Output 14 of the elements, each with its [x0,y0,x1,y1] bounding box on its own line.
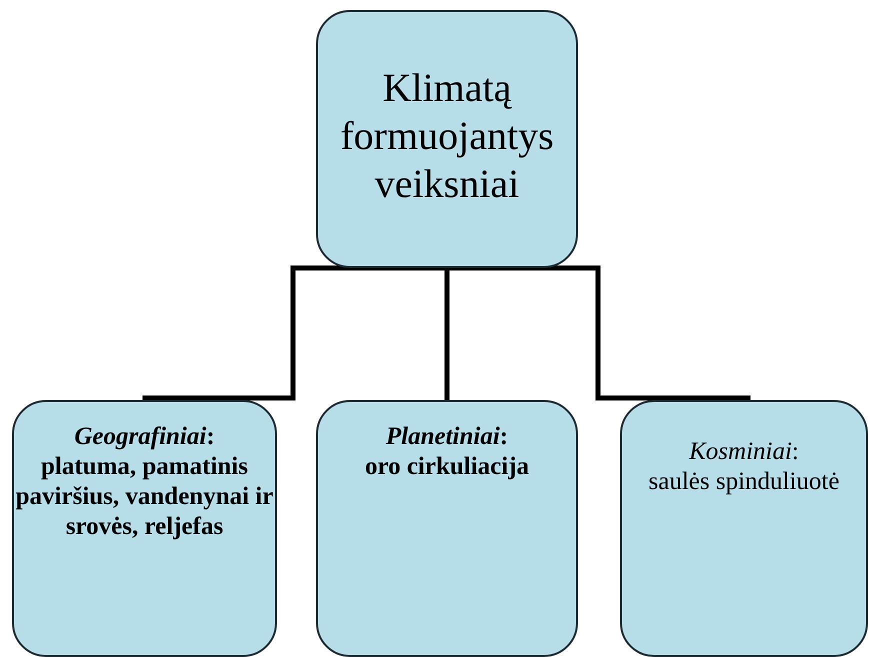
category-box [12,400,277,657]
topic-box [316,10,578,268]
category-text: saulės spinduliuotė [648,467,840,497]
category-heading: Planetiniai: [386,422,508,452]
category-text: oro cirkuliacija [364,452,530,482]
category-heading: Geografiniai: [74,422,215,452]
category-box [316,400,578,657]
category-heading: Kosminiai: [689,437,799,467]
category-text: platuma, pamatinis paviršius, vandenynai ir srovės, reljefas [14,452,274,542]
category-box [620,400,868,657]
topic-text: Klimatą formuojantys veiksniai [339,64,555,208]
connector-line [142,266,447,402]
connector-line [447,266,750,402]
connector-line [444,268,450,400]
